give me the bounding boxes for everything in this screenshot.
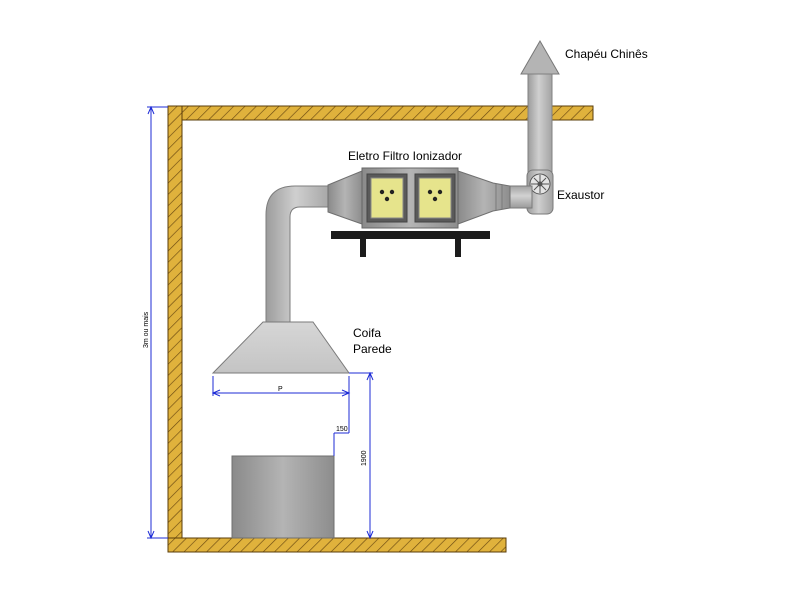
parede-label: Parede <box>353 342 392 356</box>
kitchen-hood <box>211 321 350 374</box>
electrostatic-filter <box>361 167 459 229</box>
chimney-cap <box>520 39 560 187</box>
eletro-filtro-label: Eletro Filtro Ionizador <box>348 149 462 163</box>
hood-height-label: 1900 <box>361 450 368 466</box>
exaustor-label: Exaustor <box>557 188 604 202</box>
coifa-label: Coifa <box>353 326 381 340</box>
building-structure <box>167 105 594 553</box>
wall-height-label: 3m ou mais <box>143 311 150 348</box>
left-wall <box>167 105 183 553</box>
chapeu-chines-label: Chapéu Chinês <box>565 47 648 61</box>
hood-duct <box>265 185 333 323</box>
cooking-equipment <box>231 455 335 539</box>
floor <box>167 537 507 553</box>
hood-width-label: P <box>278 386 283 393</box>
dimension-overhang: 150 <box>333 396 350 456</box>
filter-inlet-transition <box>327 170 363 225</box>
filter-support <box>331 231 490 257</box>
dimension-hood-width: P <box>211 376 351 397</box>
exhaust-fan <box>509 169 554 215</box>
dimension-wall-height: 3m ou mais <box>143 105 168 540</box>
dimension-hood-height: 1900 <box>349 371 374 540</box>
overhang-label: 150 <box>336 426 348 433</box>
